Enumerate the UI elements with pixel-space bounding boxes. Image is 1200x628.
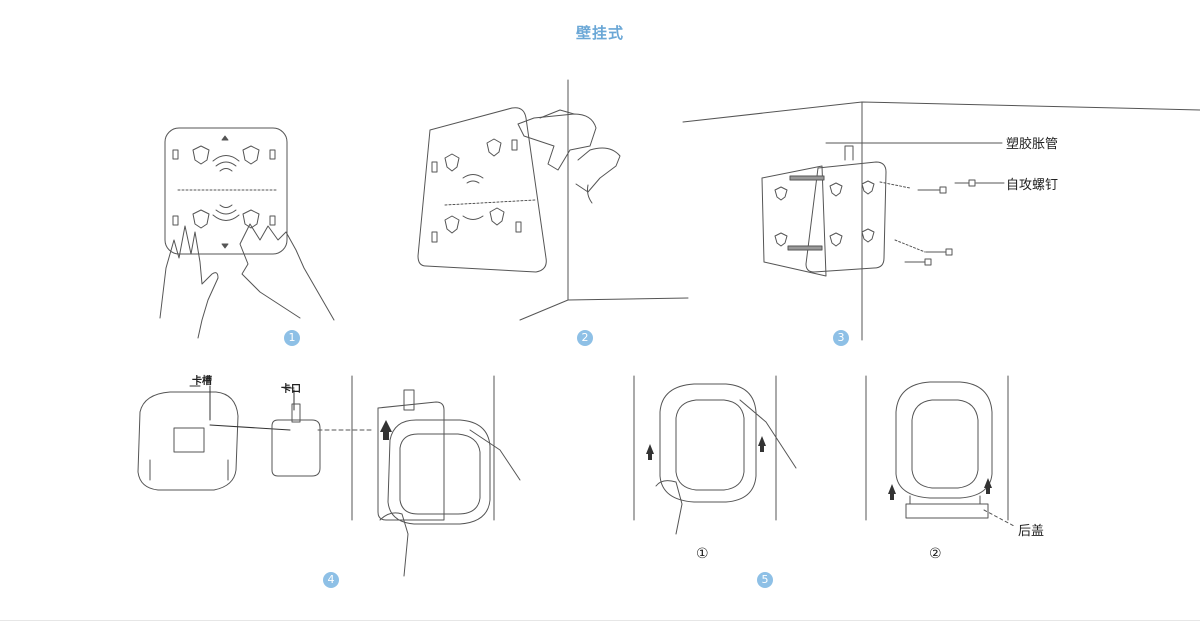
page-title: 壁挂式 <box>575 24 624 42</box>
step-badge-5: 5 <box>757 572 773 588</box>
sub-step-2: ② <box>929 546 942 562</box>
sub-step-1: ① <box>696 546 709 562</box>
bottom-divider <box>0 620 1200 621</box>
screw-icons <box>904 179 976 266</box>
label-screw: 自攻螺钉 <box>1006 178 1059 193</box>
step3-anchors-screws <box>682 101 1200 341</box>
label-slot: 卡槽 <box>192 376 212 387</box>
label-back-cover: 后盖 <box>1018 524 1045 539</box>
step2-drilling <box>417 79 689 321</box>
label-anchor: 塑胶胀管 <box>1006 137 1059 152</box>
step-badge-2: 2 <box>577 330 593 346</box>
step1-mounting-plate <box>159 127 335 339</box>
label-clip: 卡口 <box>281 384 301 395</box>
step1-keyholes <box>172 145 276 229</box>
step5-slide-mount <box>633 375 1015 535</box>
step-badge-3: 3 <box>833 330 849 346</box>
step-badge-1: 1 <box>284 330 300 346</box>
step-badge-4: 4 <box>323 572 339 588</box>
step4-ap-slot <box>137 375 521 577</box>
